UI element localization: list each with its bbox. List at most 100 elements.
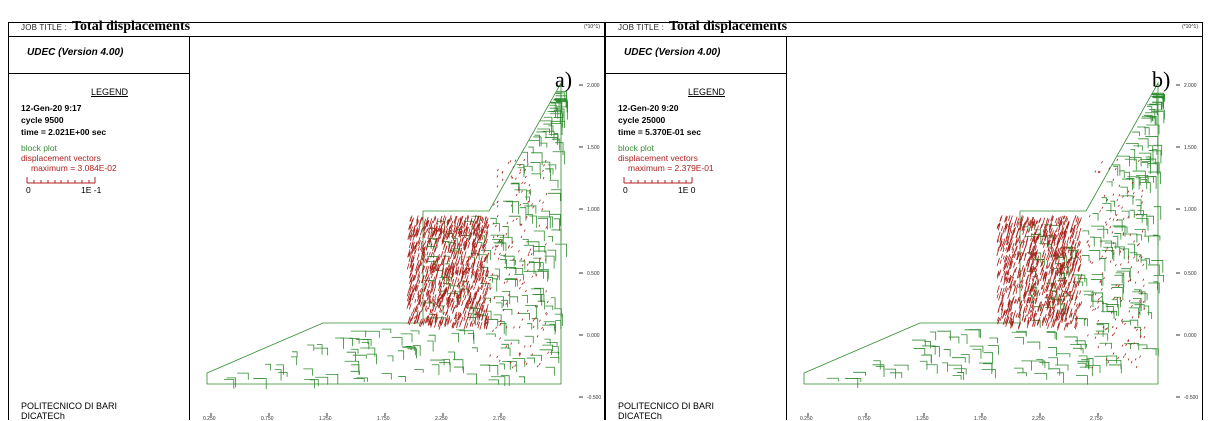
displacement-vector [1074,309,1076,313]
displacement-vector [519,223,522,226]
displacement-vector [1027,218,1030,223]
block-joint [1129,252,1138,262]
displacement-vector [1016,297,1020,305]
displacement-vector [420,301,423,307]
job-title-bar: JOB TITLE : Total displacements (*10^1) [606,19,1202,37]
block-joint [1046,331,1056,340]
displacement-vector [1028,297,1031,303]
displacement-vector [480,304,484,311]
block-joint [426,340,434,352]
displacement-vector [1018,270,1022,279]
displacement-vector [1008,245,1011,252]
displacement-vector [437,267,440,273]
block-joint [519,207,527,221]
displacement-vector [511,241,514,244]
block-joint [1113,166,1119,176]
displacement-vector [478,221,481,228]
displacement-vector [1055,312,1058,318]
block-joint [314,347,329,356]
displacement-vector [1052,248,1054,252]
displacement-vector [1065,224,1068,231]
block-joint [504,267,517,273]
block-outline [206,81,562,385]
displacement-vector [410,262,413,268]
block-joint [522,238,529,246]
displacement-vector [411,263,415,272]
block-joint [1032,320,1041,328]
displacement-vector [1045,319,1049,326]
displacement-vector [482,270,485,276]
block-joint [1141,161,1149,169]
displacement-vector [1098,170,1101,174]
displacement-vector [448,315,451,320]
displacement-vector [484,256,487,263]
displacement-vector [459,247,463,255]
displacement-vector [1058,247,1062,255]
displacement-vector [1104,343,1107,346]
displacement-vector [474,278,478,286]
displacement-vector [415,310,419,319]
displacement-vector [1068,290,1072,297]
displacement-vector [1069,275,1073,284]
version-label: UDEC (Version 4.00) [27,47,124,58]
displacement-vector [456,294,460,302]
displacement-vector [1076,217,1080,226]
displacement-vector [417,274,421,283]
displacement-vector [1064,313,1068,322]
displacement-vector [525,289,527,293]
displacement-vector [1032,260,1035,266]
displacement-vector [1040,284,1043,290]
displacement-vector [465,222,469,231]
block-joint [983,352,994,364]
displacement-vector [431,308,434,314]
displacement-vector [1112,241,1115,245]
displacement-vector [1064,252,1067,257]
displacement-vector [460,251,464,258]
displacement-vector [453,256,455,260]
displacement-vector [1133,240,1135,243]
displacement-vector [1079,255,1082,261]
displacement-vector [1088,245,1091,248]
block-joint [1031,360,1046,368]
displacement-vector [473,277,477,283]
block-joint [1153,206,1162,220]
displacement-vector [1060,227,1063,236]
displacement-vector [412,229,416,237]
displacement-vector [472,219,475,224]
displacement-vector [1042,241,1044,245]
displacement-vector [1067,258,1071,265]
block-joint [1113,246,1121,256]
displacement-vector [1066,236,1070,245]
displacement-vector [1048,310,1052,317]
displacement-vector [507,161,510,165]
displacement-vector [1016,255,1019,260]
block-joint [1092,213,1099,221]
displacement-vector [1020,275,1024,283]
displacement-vector [1066,291,1069,298]
displacement-vector [417,293,420,298]
displacement-vector [444,245,448,254]
block-joint [1137,126,1146,136]
displacement-vector [495,326,497,329]
block-joint [1057,372,1065,384]
displacement-vector [542,169,544,173]
displacement-vector [1010,215,1013,223]
block-joint [391,337,403,346]
displacement-vector [441,268,445,275]
displacement-vector [435,225,438,231]
displacement-vector [1044,317,1048,324]
block-joint [1106,355,1118,364]
displacement-vector [461,258,465,266]
block-joint [488,379,499,385]
block-joint [540,142,548,148]
displacement-vector [423,265,426,271]
displacement-vector [1002,245,1005,249]
displacement-vector [544,258,547,261]
displacement-vector [1003,262,1006,269]
displacement-vector [447,267,451,276]
displacement-vector [474,274,477,280]
scale-bar [623,177,693,184]
displacement-vector [1073,224,1076,231]
block-joint [1120,195,1134,205]
block-joint [539,120,552,126]
